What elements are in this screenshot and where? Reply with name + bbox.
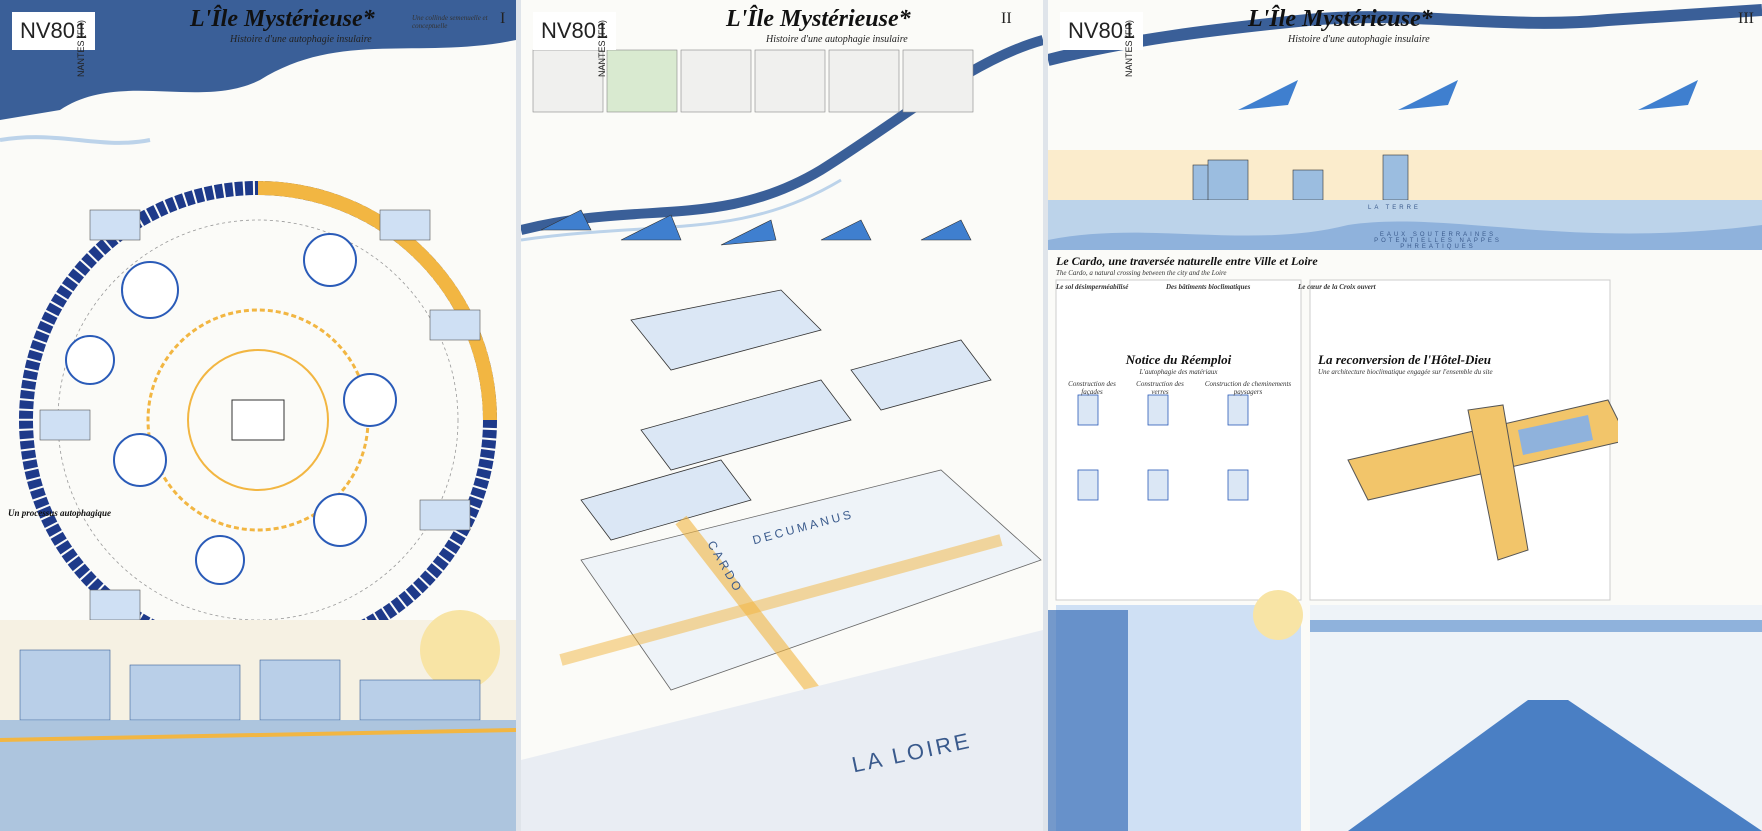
phase-circles xyxy=(65,233,397,585)
poster-code: NV801 xyxy=(533,12,617,50)
column-head: Le sol désimperméabilisé xyxy=(1056,283,1129,291)
panel-3: NV801 NANTES (FR) L'Île Mystérieuse* His… xyxy=(1048,0,1762,831)
panel-2-graphics xyxy=(521,35,1043,831)
panel-number: III xyxy=(1738,10,1754,27)
loire-river xyxy=(0,0,516,120)
poster-code: NV801 xyxy=(1060,12,1144,50)
section-label-eaux: EAUX SOUTERRAINES POTENTIELLES NAPPES PH… xyxy=(1374,232,1502,250)
panel-1-graphics xyxy=(0,0,516,831)
hotel-dieu-heading: La reconversion de l'Hôtel-Dieu xyxy=(1318,352,1491,367)
poster-title: L'Île Mystérieuse* xyxy=(726,6,911,32)
poster-subtitle: Histoire d'une autophagie insulaire xyxy=(766,34,908,45)
poster-subtitle: Histoire d'une autophagie insulaire xyxy=(1288,34,1430,45)
column-head: Des bâtiments bioclimatiques xyxy=(1166,283,1251,291)
text-heading: Une collinde semenuelle et conceptuelle xyxy=(412,14,488,30)
poster-city: NANTES (FR) xyxy=(76,20,86,77)
column-head: Le cœur de la Croix ouvert xyxy=(1298,283,1376,291)
reuse-item: Construction des façades xyxy=(1068,380,1116,396)
panel-1: NV801 NANTES (FR) L'Île Mystérieuse* His… xyxy=(0,0,516,831)
panel-3-graphics xyxy=(1048,4,1762,831)
poster-code: NV801 xyxy=(12,12,96,50)
poster-title: L'Île Mystérieuse* xyxy=(190,6,375,32)
poster-city: NANTES (FR) xyxy=(1124,20,1134,77)
decumanus-axis xyxy=(559,534,1003,666)
poster-city: NANTES (FR) xyxy=(597,20,607,77)
panel-number: II xyxy=(1001,10,1012,27)
poster-subtitle: Histoire d'une autophagie insulaire xyxy=(230,34,372,45)
reuse-heading: Notice du Réemploi xyxy=(1125,352,1232,367)
perspective-walkway xyxy=(1348,700,1762,831)
reuse-item: Construction des verres xyxy=(1136,380,1184,396)
section-label-terre: LA TERRE xyxy=(1368,205,1421,211)
section-heading: Un processus autophagique xyxy=(8,508,112,518)
reuse-item: Construction de cheminements paysagers xyxy=(1204,380,1292,396)
hotel-dieu-subheading: Une architecture bioclimatique engagée s… xyxy=(1318,368,1493,376)
reuse-notice-frame xyxy=(1055,279,1302,601)
isometric-buildings xyxy=(580,289,992,541)
poster-title: L'Île Mystérieuse* xyxy=(1248,6,1433,32)
panel-number: I xyxy=(500,10,506,27)
cardo-subheading: The Cardo, a natural crossing between th… xyxy=(1056,269,1227,277)
cardo-heading: Le Cardo, une traversée naturelle entre … xyxy=(1056,254,1318,268)
panel-2: NV801 NANTES (FR) L'Île Mystérieuse* His… xyxy=(521,0,1043,831)
timeline-ring-accent xyxy=(257,181,497,421)
reuse-subheading: L'autophagie des matériaux xyxy=(1139,368,1218,376)
